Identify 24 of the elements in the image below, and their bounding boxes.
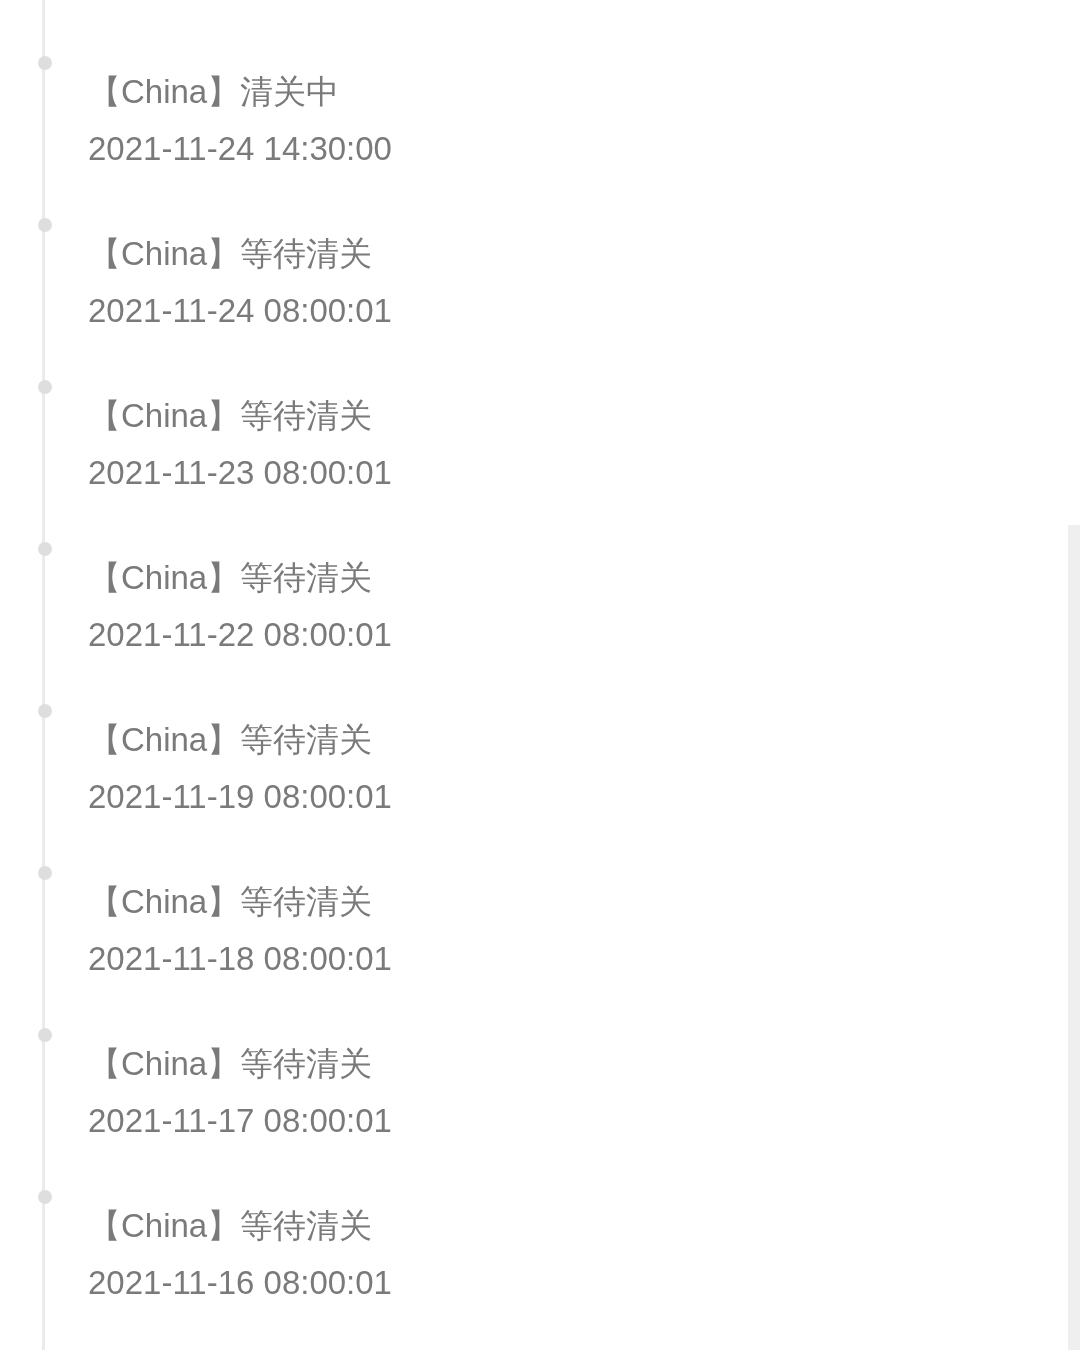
timestamp: 2021-11-19 08:00:01 xyxy=(88,777,392,817)
status-text: 【China】等待清关 xyxy=(88,1206,373,1246)
timeline-dot xyxy=(38,542,52,556)
status-text: 【China】等待清关 xyxy=(88,1044,373,1084)
timeline-dot xyxy=(38,380,52,394)
status-text: 【China】等待清关 xyxy=(88,396,373,436)
status-text: 【China】等待清关 xyxy=(88,720,373,760)
status-text: 【China】等待清关 xyxy=(88,558,373,598)
status-text: 【China】清关中 xyxy=(88,72,340,112)
timeline-dot xyxy=(38,866,52,880)
timestamp: 2021-11-18 08:00:01 xyxy=(88,939,392,979)
timestamp: 2021-11-17 08:00:01 xyxy=(88,1101,392,1141)
status-text: 【China】等待清关 xyxy=(88,234,373,274)
timestamp: 2021-11-24 14:30:00 xyxy=(88,129,392,169)
timeline-dot xyxy=(38,1028,52,1042)
timestamp: 2021-11-22 08:00:01 xyxy=(88,615,392,655)
status-text: 【China】等待清关 xyxy=(88,882,373,922)
timestamp: 2021-11-23 08:00:01 xyxy=(88,453,392,493)
timeline-dot xyxy=(38,1190,52,1204)
timeline-dot xyxy=(38,704,52,718)
timestamp: 2021-11-16 08:00:01 xyxy=(88,1263,392,1303)
timeline-dot xyxy=(38,218,52,232)
timestamp: 2021-11-24 08:00:01 xyxy=(88,291,392,331)
timeline-dot xyxy=(38,56,52,70)
